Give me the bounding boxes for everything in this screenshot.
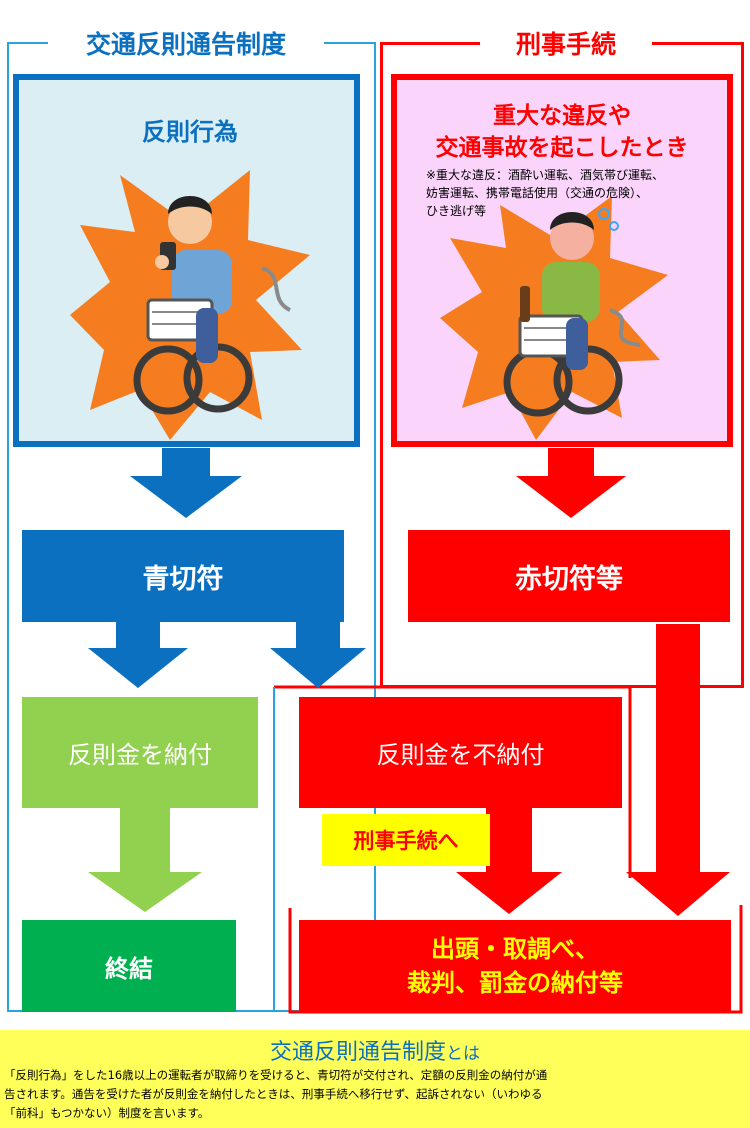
arrow-paid-to-end — [88, 808, 202, 912]
to-criminal-procedure-label: 刑事手続へ — [322, 814, 490, 866]
explanation-line3: 「前科」もつかない）制度を言います。 — [4, 1106, 210, 1120]
explanation-line1: 「反則行為」をした16歳以上の運転者が取締りを受けると、青切符が交付され、定額の… — [4, 1068, 548, 1082]
arrow-blue-to-unpaid — [270, 622, 366, 688]
arrow-blue-to-paid — [88, 622, 188, 688]
explanation-heading: 交通反則通告制度とは — [0, 1034, 750, 1066]
right-section-title: 刑事手続 — [480, 28, 652, 62]
explanation-title-suffix: とは — [446, 1044, 480, 1064]
arrow-scene-to-blue-ticket — [130, 448, 242, 518]
court-procedure-box: 出頭・取調べ、 裁判、罰金の納付等 — [299, 920, 731, 1012]
cyclist-with-phone-illustration — [133, 196, 292, 415]
left-section-title: 交通反則通告制度 — [48, 28, 324, 62]
explanation-panel: 交通反則通告制度とは 「反則行為」をした16歳以上の運転者が取締りを受けると、青… — [0, 1030, 750, 1128]
red-ticket-box: 赤切符等 — [408, 530, 730, 622]
arrow-scene-to-red-ticket — [516, 448, 626, 518]
blue-ticket-box: 青切符 — [22, 530, 344, 622]
explanation-title: 交通反則通告制度 — [269, 1040, 446, 1065]
explanation-line2: 告されます。通告を受けた者が反則金を納付したときは、刑事手続へ移行せず、起訴され… — [4, 1087, 543, 1101]
criminal-path-connector — [274, 685, 743, 1014]
right-scene-note: ※重大な違反：酒酔い運転、酒気帯び運転、 妨害運転、携帯電話使用（交通の危険）、… — [426, 166, 731, 220]
arrow-unpaid-to-court — [456, 808, 562, 914]
end-box: 終結 — [22, 920, 236, 1012]
explanation-body: 「反則行為」をした16歳以上の運転者が取締りを受けると、青切符が交付され、定額の… — [4, 1066, 746, 1123]
right-scene-note-line3: ひき逃げ等 — [426, 204, 487, 218]
right-scene-caption-line1: 重大な違反や — [493, 103, 631, 129]
arrow-red-ticket-to-court — [626, 624, 730, 916]
court-procedure-line2: 裁判、罰金の納付等 — [407, 969, 623, 997]
left-scene-caption: 反則行為 — [142, 118, 238, 146]
court-procedure-line1: 出頭・取調べ、 — [431, 935, 599, 963]
unpaid-box: 反則金を不納付 — [299, 697, 622, 808]
right-scene-note-line1: ※重大な違反：酒酔い運転、酒気帯び運転、 — [426, 168, 665, 182]
drunk-cyclist-illustration — [503, 208, 641, 417]
right-scene-caption-line2: 交通事故を起こしたとき — [435, 135, 689, 161]
right-scene-note-line2: 妨害運転、携帯電話使用（交通の危険）、 — [426, 186, 649, 200]
paid-box: 反則金を納付 — [22, 697, 258, 808]
